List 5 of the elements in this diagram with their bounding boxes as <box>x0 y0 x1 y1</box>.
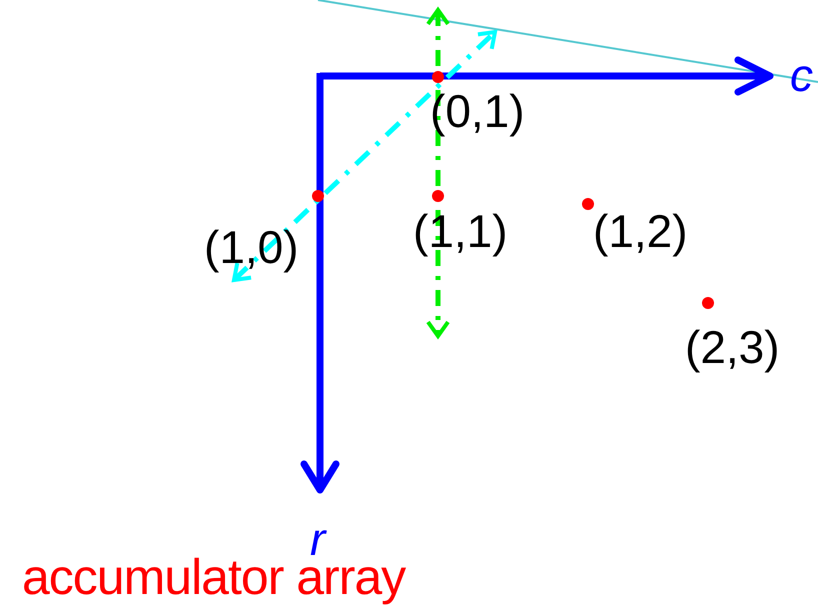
point-label: (1,1) <box>413 208 508 254</box>
point-label: (2,3) <box>685 324 780 370</box>
point-label: (1,0) <box>204 224 299 270</box>
point-label: (1,2) <box>593 208 688 254</box>
point-label: (0,1) <box>430 88 525 134</box>
